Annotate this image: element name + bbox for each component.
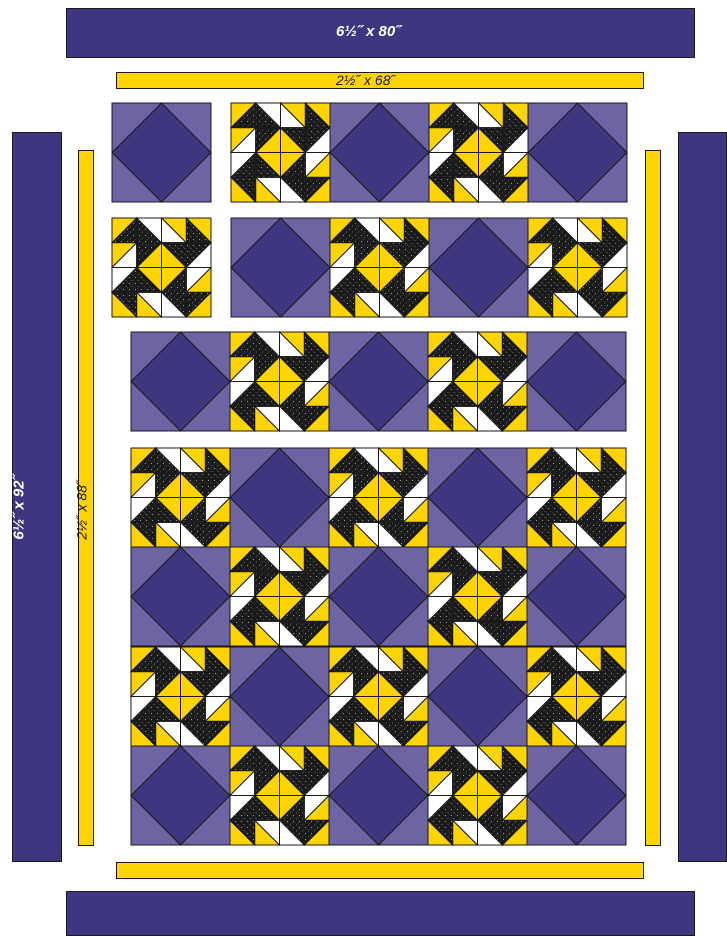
pinwheel-block bbox=[329, 448, 428, 547]
pinwheel-block bbox=[231, 103, 330, 202]
diamond-block bbox=[527, 547, 626, 646]
pinwheel-block bbox=[230, 547, 329, 646]
pinwheel-block bbox=[428, 746, 527, 845]
pinwheel-block bbox=[527, 647, 626, 746]
pinwheel-block bbox=[131, 647, 230, 746]
diamond-block bbox=[329, 547, 428, 646]
pinwheel-block bbox=[429, 103, 528, 202]
diamond-block bbox=[230, 647, 329, 746]
diamond-block bbox=[527, 332, 626, 431]
diamond-block bbox=[428, 448, 527, 547]
diamond-block bbox=[231, 218, 330, 317]
diamond-block bbox=[330, 103, 429, 202]
diamond-block bbox=[131, 332, 230, 431]
pinwheel-block bbox=[131, 448, 230, 547]
pinwheel-block bbox=[330, 218, 429, 317]
pinwheel-block bbox=[428, 547, 527, 646]
pinwheel-block bbox=[230, 332, 329, 431]
diamond-block bbox=[428, 647, 527, 746]
pinwheel-block bbox=[329, 647, 428, 746]
diamond-block bbox=[329, 746, 428, 845]
pinwheel-block bbox=[428, 332, 527, 431]
pinwheel-block bbox=[112, 218, 211, 317]
diamond-block bbox=[131, 547, 230, 646]
diamond-block bbox=[329, 332, 428, 431]
diamond-block bbox=[527, 746, 626, 845]
diamond-block bbox=[131, 746, 230, 845]
diamond-block bbox=[528, 103, 627, 202]
diamond-block bbox=[429, 218, 528, 317]
pinwheel-block bbox=[528, 218, 627, 317]
pinwheel-block bbox=[230, 746, 329, 845]
diamond-block bbox=[112, 103, 211, 202]
diamond-block bbox=[230, 448, 329, 547]
pinwheel-block bbox=[527, 448, 626, 547]
